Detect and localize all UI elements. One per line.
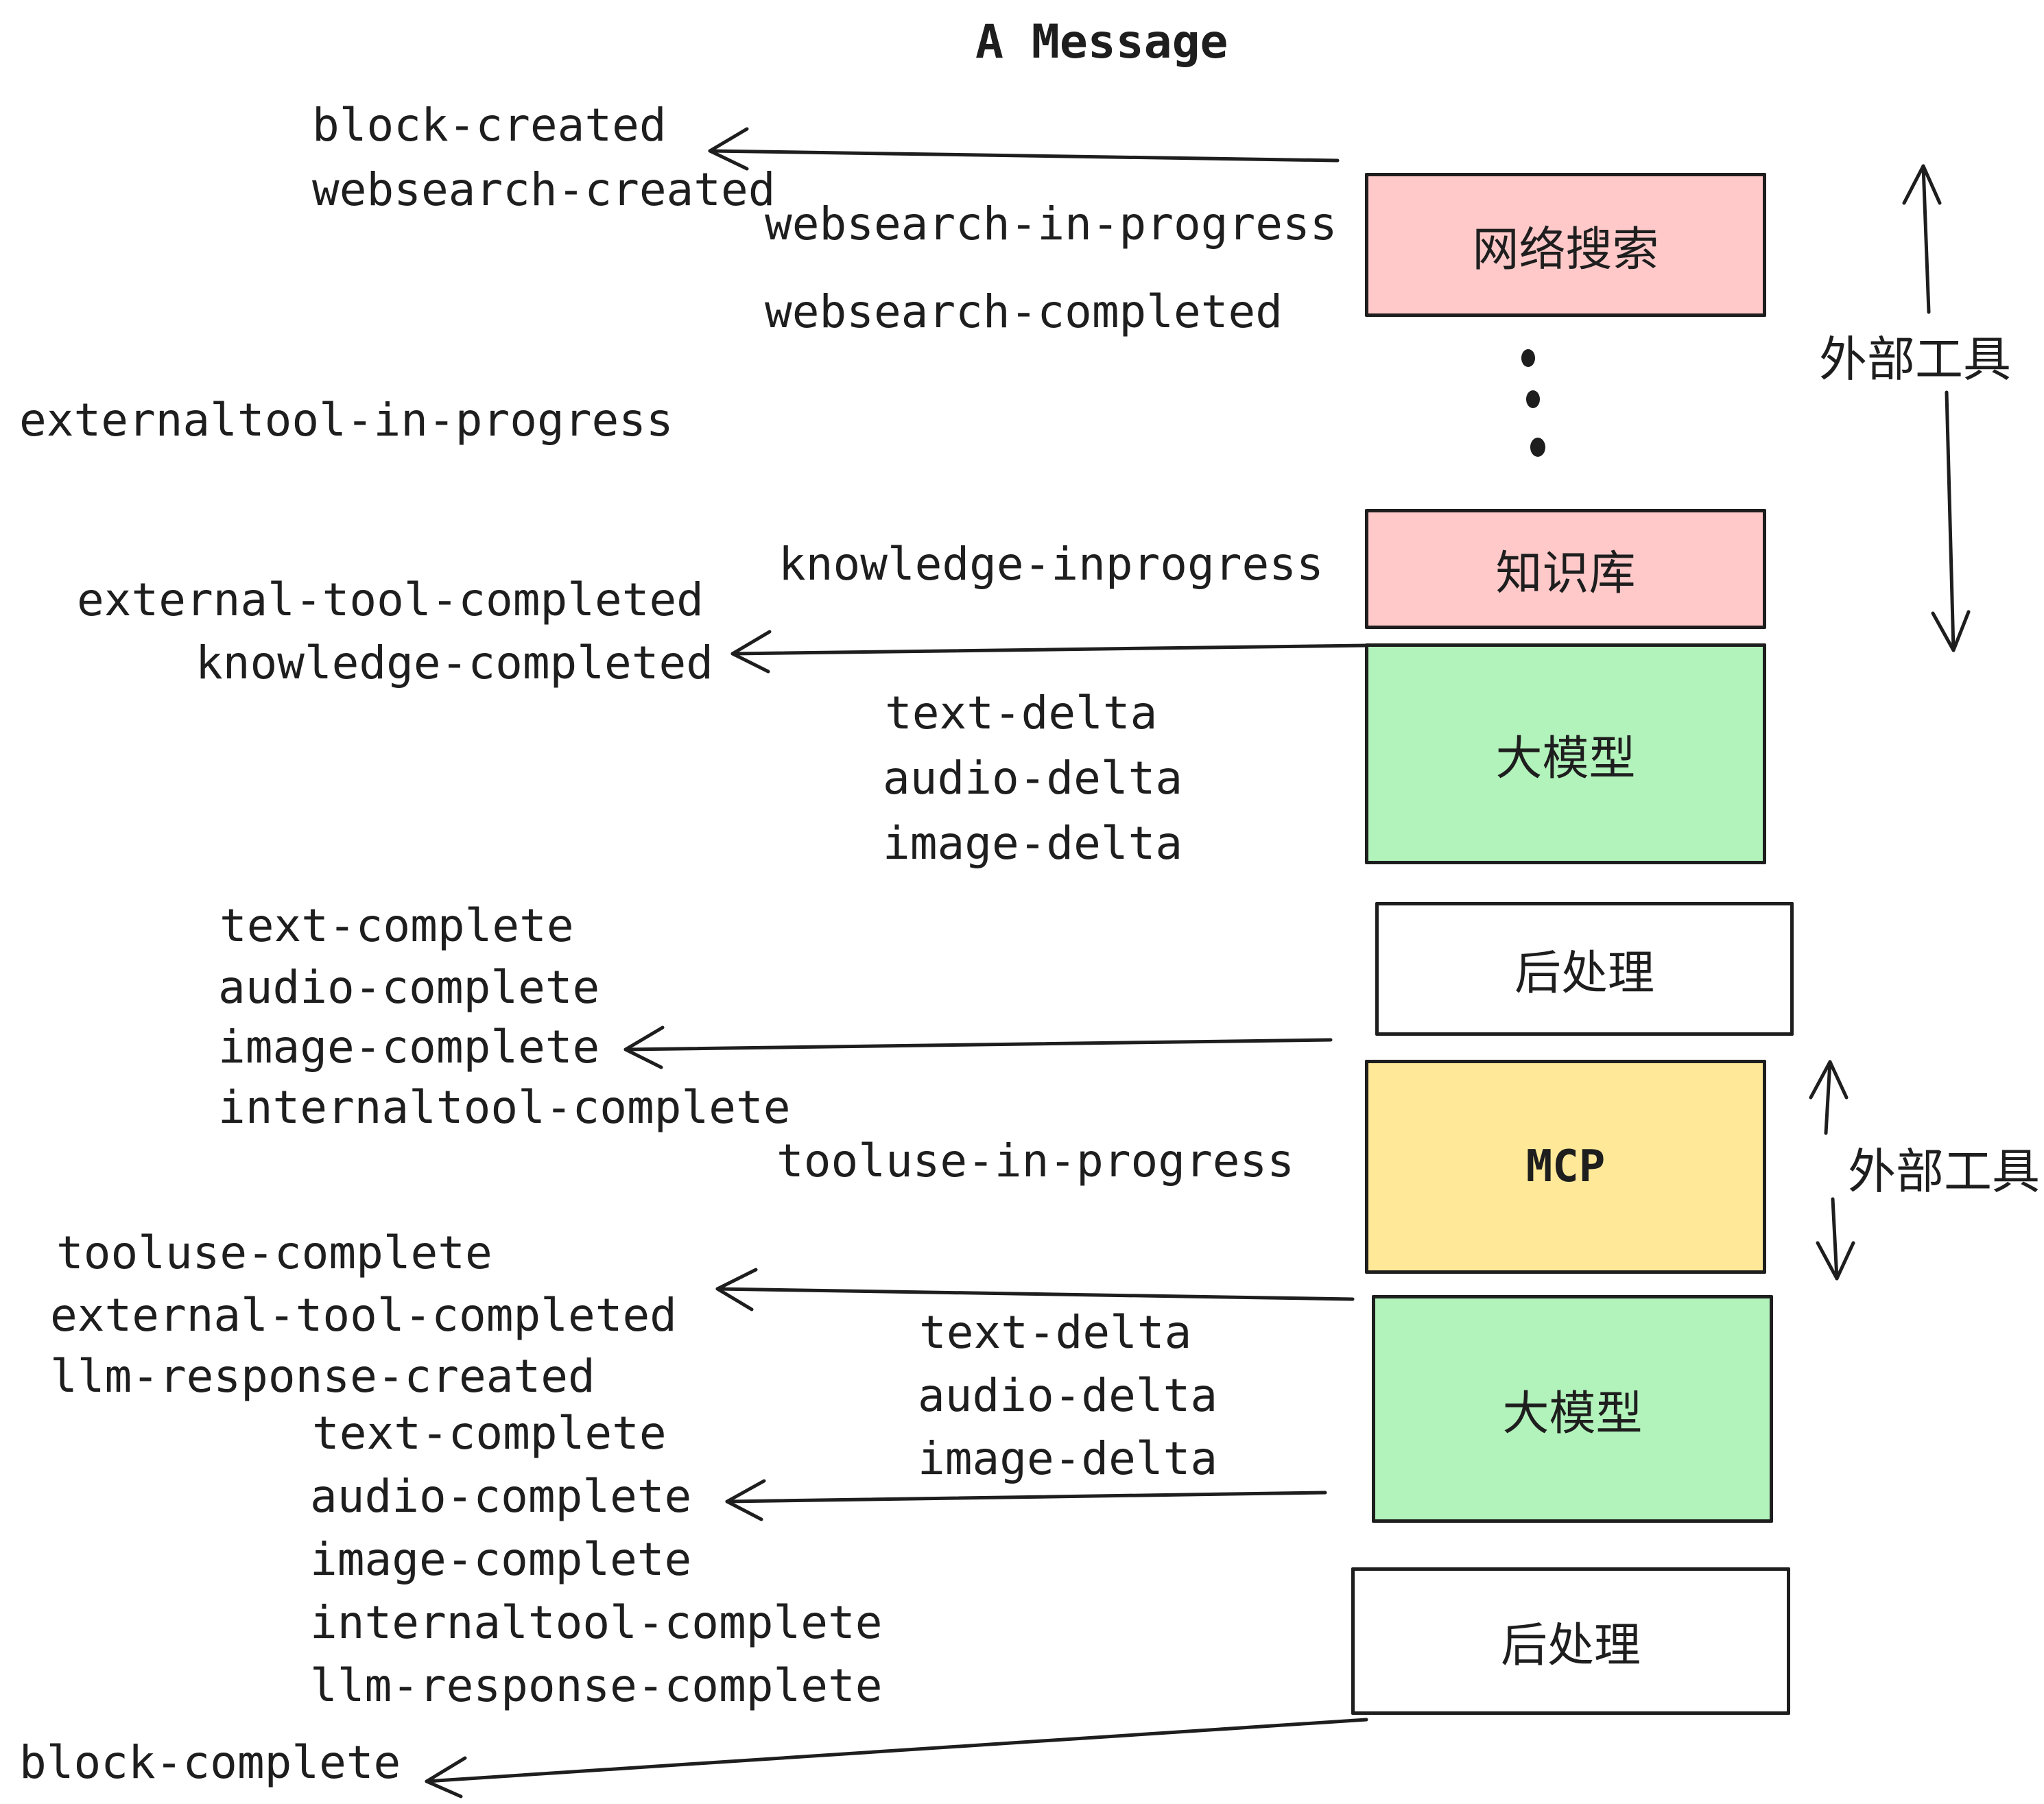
node-llm-2: 大模型 — [1372, 1295, 1773, 1523]
event-image-delta-1: image-delta — [883, 817, 1183, 870]
node-llm-1-label: 大模型 — [1495, 731, 1636, 786]
event-image-delta-2: image-delta — [918, 1432, 1218, 1485]
event-websearch-created: websearch-created — [312, 163, 776, 216]
diagram-title: A Message — [975, 15, 1228, 69]
event-image-complete-2: image-complete — [310, 1533, 692, 1586]
event-audio-complete-2: audio-complete — [310, 1470, 692, 1523]
event-external-tool-completed-1: external-tool-completed — [77, 573, 704, 626]
node-llm-2-label: 大模型 — [1502, 1386, 1643, 1441]
node-postprocess-1-label: 后处理 — [1514, 947, 1654, 1001]
arrow-external-tools-down-1 — [1931, 390, 1971, 652]
event-image-complete-1: image-complete — [218, 1021, 600, 1073]
arrow-external-tools-up-2 — [1809, 1060, 1849, 1135]
event-tooluse-complete: tooluse-complete — [56, 1226, 492, 1279]
event-audio-complete-1: audio-complete — [218, 961, 600, 1014]
event-text-delta-2: text-delta — [919, 1306, 1192, 1359]
vertical-ellipsis — [1521, 349, 1545, 457]
event-text-complete-1: text-complete — [219, 899, 574, 952]
arrow-tooluse-complete — [715, 1268, 1355, 1312]
event-external-tool-completed-2: external-tool-completed — [50, 1289, 677, 1342]
event-block-complete: block-complete — [19, 1736, 401, 1789]
event-internaltool-complete-1: internaltool-complete — [218, 1081, 791, 1134]
arrow-external-tools-down-2 — [1816, 1197, 1855, 1281]
event-knowledge-completed: knowledge-completed — [195, 637, 713, 689]
side-label-external-tools-2: 外部工具 — [1848, 1143, 2040, 1200]
node-mcp-label: MCP — [1525, 1141, 1606, 1192]
node-mcp: MCP — [1365, 1060, 1766, 1274]
event-text-delta-1: text-delta — [885, 687, 1158, 739]
event-llm-response-complete: llm-response-complete — [310, 1659, 883, 1712]
arrow-block-complete — [425, 1718, 1368, 1799]
event-audio-delta-2: audio-delta — [918, 1369, 1218, 1422]
node-websearch: 网络搜索 — [1365, 173, 1766, 317]
arrow-external-tools-up-1 — [1902, 164, 1942, 314]
arrow-internal-complete-1 — [623, 1025, 1333, 1069]
event-websearch-in-progress: websearch-in-progress — [765, 198, 1338, 250]
side-label-external-tools-1: 外部工具 — [1819, 331, 2011, 388]
event-llm-response-created: llm-response-created — [50, 1350, 595, 1403]
event-tooluse-in-progress: tooluse-in-progress — [776, 1135, 1294, 1187]
event-text-complete-2: text-complete — [312, 1407, 667, 1460]
arrow-knowledge-completed — [730, 630, 1368, 674]
node-knowledge-base-label: 知识库 — [1495, 547, 1636, 601]
event-block-created: block-created — [312, 99, 667, 152]
node-websearch-label: 网络搜索 — [1472, 222, 1659, 277]
node-knowledge-base: 知识库 — [1365, 509, 1766, 629]
event-internaltool-complete-2: internaltool-complete — [310, 1596, 883, 1649]
node-postprocess-2-label: 后处理 — [1500, 1619, 1641, 1673]
node-llm-1: 大模型 — [1365, 643, 1766, 864]
event-audio-delta-1: audio-delta — [883, 752, 1183, 805]
arrow-internal-complete-2 — [725, 1479, 1327, 1521]
event-externaltool-in-progress: externaltool-in-progress — [19, 394, 674, 447]
node-postprocess-1: 后处理 — [1375, 902, 1794, 1036]
arrow-websearch-created — [708, 127, 1340, 171]
event-knowledge-inprogress: knowledge-inprogress — [779, 538, 1324, 591]
event-websearch-completed: websearch-completed — [765, 285, 1283, 338]
node-postprocess-2: 后处理 — [1351, 1567, 1790, 1715]
